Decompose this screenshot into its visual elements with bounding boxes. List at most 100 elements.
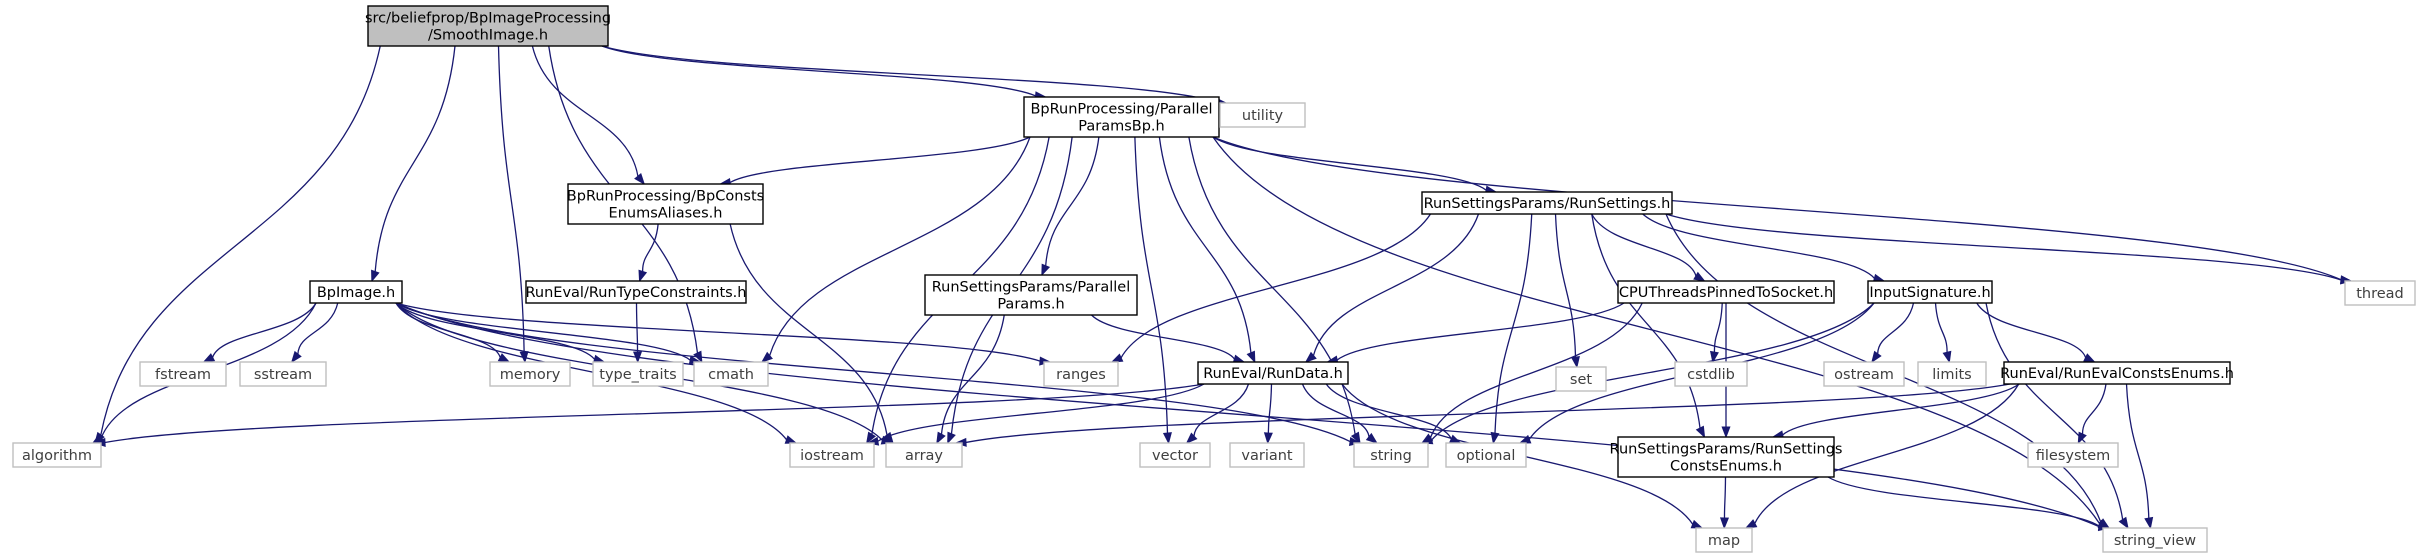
node-runevalconsts[interactable]: RunEval/RunEvalConstsEnums.h <box>2000 361 2234 385</box>
edge-rundata-to-vector <box>1185 383 1250 444</box>
node-string: string <box>1353 442 1429 468</box>
edge-parallelbp-to-thread <box>1212 136 2353 285</box>
edge-parallelbp-to-vector <box>1134 136 1172 445</box>
node-variant: variant <box>1229 442 1305 468</box>
node-label: fstream <box>155 367 211 383</box>
node-label: variant <box>1241 448 1293 464</box>
node-box <box>1617 280 1835 304</box>
node-box <box>1139 442 1211 468</box>
node-label: RunEval/RunData.h <box>1203 366 1343 382</box>
node-label: RunEval/RunTypeConstraints.h <box>526 285 747 301</box>
node-inputsig[interactable]: InputSignature.h <box>1867 280 1993 304</box>
node-array: array <box>885 442 963 468</box>
node-box <box>1219 102 1306 128</box>
node-box <box>1674 361 1748 387</box>
node-label: InputSignature.h <box>1869 285 1990 301</box>
node-fstream: fstream <box>139 361 227 387</box>
node-label: array <box>905 448 943 464</box>
node-label: ParamsBp.h <box>1078 119 1164 135</box>
edge-bpimage-to-fstream <box>202 302 317 363</box>
edge-smooth-to-algorithm <box>94 45 381 445</box>
node-box <box>367 5 609 47</box>
node-label: BpRunProcessing/BpConsts <box>567 189 764 205</box>
node-label: algorithm <box>22 448 92 464</box>
node-box <box>2344 280 2416 306</box>
node-sstream: sstream <box>239 361 327 387</box>
edge-runevalconsts-to-filesystem <box>2077 383 2107 445</box>
edge-rsparallel-to-array <box>936 314 1005 445</box>
node-optional: optional <box>1445 442 1527 468</box>
node-vector: vector <box>1139 442 1211 468</box>
node-label: map <box>1708 533 1740 549</box>
node-runtype[interactable]: RunEval/RunTypeConstraints.h <box>525 280 747 304</box>
node-thread: thread <box>2344 280 2416 306</box>
edge-smooth-to-bpconsts <box>531 45 646 186</box>
node-box <box>1023 96 1220 138</box>
node-box <box>789 442 875 468</box>
nodes-layer: src/beliefprop/BpImageProcessing/SmoothI… <box>12 5 2416 553</box>
edge-inputsig-to-ostream <box>1871 302 1915 364</box>
node-box <box>567 183 764 225</box>
node-limits: limits <box>1917 361 1987 387</box>
node-label: sstream <box>254 367 312 383</box>
edge-smooth-to-parallelbp <box>601 45 1047 101</box>
node-label: ranges <box>1056 367 1106 383</box>
node-box <box>1353 442 1429 468</box>
node-label: RunEval/RunEvalConstsEnums.h <box>2000 366 2234 382</box>
edge-rundata-to-iostream <box>866 383 1205 446</box>
node-label: Params.h <box>997 297 1064 313</box>
edge-parallelbp-to-string <box>1188 136 1361 445</box>
edge-parallelbp-to-rundata <box>1158 136 1256 364</box>
node-map: map <box>1695 527 1753 553</box>
node-box <box>525 280 747 304</box>
node-box <box>2027 442 2119 468</box>
node-label: iostream <box>800 448 864 464</box>
node-cstdlib: cstdlib <box>1674 361 1748 387</box>
node-cputhreads[interactable]: CPUThreadsPinnedToSocket.h <box>1617 280 1835 304</box>
node-iostream: iostream <box>789 442 875 468</box>
node-ostream: ostream <box>1823 361 1905 387</box>
node-label: thread <box>2356 286 2404 302</box>
edge-parallelbp-to-rsparallel <box>1041 136 1100 277</box>
node-smooth[interactable]: src/beliefprop/BpImageProcessing/SmoothI… <box>365 5 611 47</box>
edge-inputsig-to-limits <box>1934 302 1952 364</box>
node-box <box>1695 527 1753 553</box>
node-runsettings[interactable]: RunSettingsParams/RunSettings.h <box>1421 191 1673 215</box>
node-box <box>1445 442 1527 468</box>
node-ranges: ranges <box>1043 361 1119 387</box>
node-box <box>1917 361 1987 387</box>
node-cmath: cmath <box>693 361 769 387</box>
node-label: type_traits <box>599 367 676 383</box>
node-box <box>924 274 1138 316</box>
node-label: EnumsAliases.h <box>609 206 723 222</box>
node-label: optional <box>1457 448 1516 464</box>
node-box <box>693 361 769 387</box>
edge-runsettings-to-ranges <box>1110 213 1432 363</box>
edge-runsettings-to-cputhreads <box>1591 213 1706 282</box>
node-label: string_view <box>2114 533 2196 549</box>
node-box <box>1043 361 1119 387</box>
edge-parallelbp-to-cmath <box>760 136 1031 363</box>
node-label: cmath <box>708 367 754 383</box>
node-box <box>1229 442 1305 468</box>
node-typetraits: type_traits <box>592 361 684 387</box>
edge-runsettings-to-thread <box>1665 213 2353 285</box>
node-rundata[interactable]: RunEval/RunData.h <box>1197 361 1349 385</box>
node-label: ostream <box>1834 367 1894 383</box>
node-label: limits <box>1932 367 1971 383</box>
edge-runsettings-to-inputsig <box>1642 213 1886 283</box>
node-bpimage[interactable]: BpImage.h <box>309 280 403 304</box>
node-rsconsts[interactable]: RunSettingsParams/RunSettingsConstsEnums… <box>1610 436 1843 478</box>
node-label: CPUThreadsPinnedToSocket.h <box>1619 285 1833 301</box>
node-set: set <box>1555 366 1607 392</box>
edge-rundata-to-variant <box>1263 383 1273 445</box>
node-label: memory <box>500 367 561 383</box>
node-label: BpRunProcessing/Parallel <box>1030 102 1212 118</box>
edge-bpimage-to-sstream <box>290 302 339 364</box>
node-label: string <box>1370 448 1412 464</box>
edge-parallelbp-to-runsettings <box>1212 136 1498 195</box>
